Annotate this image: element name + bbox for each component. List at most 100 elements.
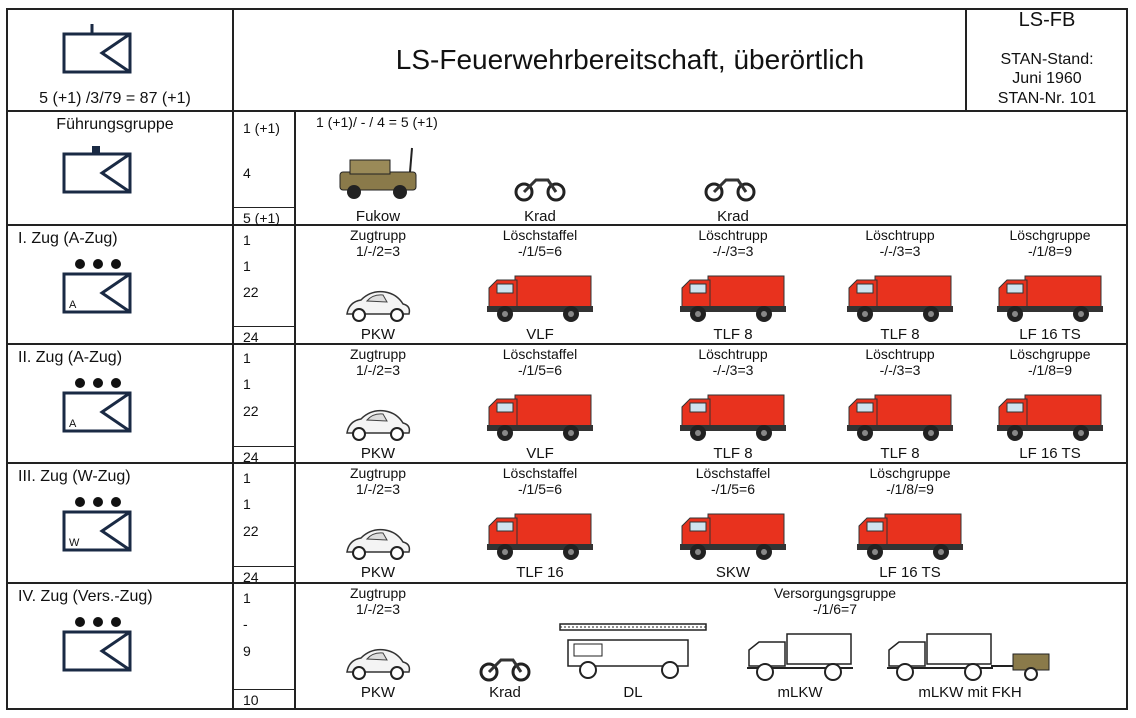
vehicle-label: mLKW mit FKH xyxy=(918,684,1022,701)
fire-truck-icon xyxy=(678,272,788,329)
group-strength: -/1/8=9 xyxy=(1028,362,1072,378)
personnel-total: 24 xyxy=(243,329,259,345)
page-title: LS-Feuerwehrbereitschaft, überörtlich xyxy=(395,44,865,75)
truck-trailer-icon xyxy=(885,628,1055,687)
group-strength: -/1/5=6 xyxy=(711,481,755,497)
fukow-vehicle-icon xyxy=(339,147,417,199)
group-strength: -/1/8=9 xyxy=(1028,243,1072,259)
vehicle-label: TLF 8 xyxy=(713,445,753,462)
fire-truck-icon xyxy=(995,272,1105,329)
vehicle-label: Krad xyxy=(717,208,749,225)
unit-type-letter: W xyxy=(69,537,80,549)
ladder-truck-icon xyxy=(558,622,708,687)
group-strength: 1/-/2=3 xyxy=(356,362,400,378)
unit-name: IV. Zug (Vers.-Zug) xyxy=(18,588,153,605)
unit-symbol-icon: W xyxy=(62,497,132,552)
group-name: Löschgruppe xyxy=(1009,346,1091,362)
group-name: Zugtrupp xyxy=(349,465,407,481)
unit-type-letter: A xyxy=(69,299,77,311)
vehicle-label: PKW xyxy=(360,564,396,581)
vehicle-label: LF 16 TS xyxy=(879,564,941,581)
unit-name: III. Zug (W-Zug) xyxy=(18,468,131,485)
personnel-total: 24 xyxy=(243,569,259,585)
motorcycle-icon xyxy=(479,652,531,687)
header-stan-nr: STAN-Nr. 101 xyxy=(997,90,1097,107)
vehicle-label: VLF xyxy=(526,445,554,462)
header-stan-date: Juni 1960 xyxy=(1012,70,1082,87)
unit-name: I. Zug (A-Zug) xyxy=(18,230,118,247)
personnel-total: 5 (+1) xyxy=(243,210,280,226)
group-name: Zugtrupp xyxy=(349,227,407,243)
motorcycle-icon xyxy=(704,178,756,202)
fire-truck-icon xyxy=(678,391,788,448)
personnel-men: 22 xyxy=(243,403,259,419)
personnel-nco: 1 xyxy=(243,496,251,512)
vehicle-label: LF 16 TS xyxy=(1019,445,1081,462)
fire-truck-icon xyxy=(995,391,1105,448)
personnel-officers: 1 xyxy=(243,590,251,606)
vehicle-label: TLF 8 xyxy=(880,326,920,343)
fire-truck-icon xyxy=(678,510,788,567)
unit-symbol-icon: A xyxy=(62,259,132,314)
group-name: Löschgruppe xyxy=(1009,227,1091,243)
personnel-officers: 1 xyxy=(243,350,251,366)
unit-symbol-icon xyxy=(62,24,132,74)
group-strength: -/1/5=6 xyxy=(518,481,562,497)
group-strength: -/-/3=3 xyxy=(879,362,921,378)
vehicle-label: LF 16 TS xyxy=(1019,326,1081,343)
car-icon xyxy=(343,526,413,567)
car-icon xyxy=(343,646,413,687)
group-name: Zugtrupp xyxy=(349,346,407,362)
personnel-officers: 1 (+1) xyxy=(243,120,280,136)
fire-truck-icon xyxy=(845,391,955,448)
header-code: LS-FB xyxy=(1018,9,1076,31)
personnel-men: 9 xyxy=(243,643,251,659)
vehicle-label: DL xyxy=(623,684,643,701)
header-strength: 5 (+1) /3/79 = 87 (+1) xyxy=(39,90,191,107)
group-strength: -/1/5=6 xyxy=(518,362,562,378)
vehicle-label: SKW xyxy=(715,564,751,581)
car-icon xyxy=(343,288,413,329)
group-name: Löschtrupp xyxy=(698,227,768,243)
fire-truck-icon xyxy=(485,272,595,329)
car-icon xyxy=(343,407,413,448)
group-name: Löschgruppe xyxy=(869,465,951,481)
personnel-total: 24 xyxy=(243,449,259,465)
group-name: Löschstaffel xyxy=(502,227,578,243)
vehicle-label: TLF 8 xyxy=(880,445,920,462)
fire-truck-icon xyxy=(845,272,955,329)
personnel-nco: 1 xyxy=(243,376,251,392)
vehicle-label: Fukow xyxy=(355,208,401,225)
fire-truck-icon xyxy=(855,510,965,567)
group-name: Löschtrupp xyxy=(865,346,935,362)
personnel-officers: 1 xyxy=(243,232,251,248)
group-strength: -/-/3=3 xyxy=(712,362,754,378)
group-strength: -/1/6=7 xyxy=(813,601,857,617)
personnel-nco: - xyxy=(243,616,248,632)
personnel-men: 22 xyxy=(243,284,259,300)
unit-name: II. Zug (A-Zug) xyxy=(18,349,123,366)
vehicle-label: PKW xyxy=(360,445,396,462)
group-strength: -/-/3=3 xyxy=(879,243,921,259)
group-strength: 1/-/2=3 xyxy=(356,243,400,259)
group-strength: -/1/8/=9 xyxy=(886,481,934,497)
group-strength: -/-/3=3 xyxy=(712,243,754,259)
motorcycle-icon xyxy=(514,178,566,202)
group-name: Löschstaffel xyxy=(695,465,771,481)
group-name: Löschstaffel xyxy=(502,465,578,481)
fire-truck-icon xyxy=(485,510,595,567)
group-name: Löschtrupp xyxy=(865,227,935,243)
personnel-nco: 1 xyxy=(243,258,251,274)
personnel-men: 4 xyxy=(243,165,251,181)
personnel-total: 10 xyxy=(243,692,259,708)
group-name: Löschtrupp xyxy=(698,346,768,362)
vehicle-label: PKW xyxy=(360,684,396,701)
personnel-men: 22 xyxy=(243,523,259,539)
vehicle-label: PKW xyxy=(360,326,396,343)
unit-type-letter: A xyxy=(69,418,77,430)
vehicle-label: mLKW xyxy=(777,684,823,701)
truck-icon xyxy=(745,628,855,687)
vehicle-label: Krad xyxy=(489,684,521,701)
group-strength: 1/-/2=3 xyxy=(356,481,400,497)
vehicle-label: Krad xyxy=(524,208,556,225)
